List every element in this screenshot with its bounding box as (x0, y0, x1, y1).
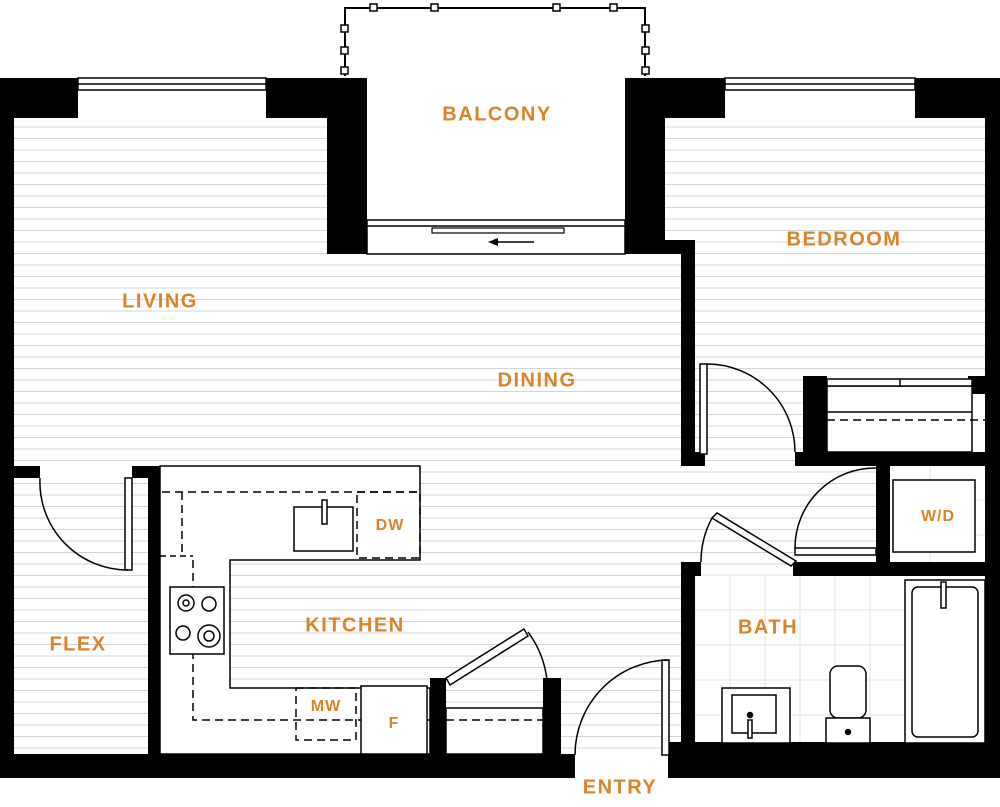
room-label-dining: DINING (497, 369, 577, 392)
room-label-kitchen: KITCHEN (305, 614, 405, 637)
dining-floor (327, 252, 684, 468)
walls (0, 78, 1000, 778)
room-label-balcony: BALCONY (442, 103, 552, 126)
bedroom-floor-lower (695, 240, 805, 465)
room-label-entry: ENTRY (582, 776, 658, 799)
fixture-label-fridge: F (388, 715, 400, 732)
balcony (340, 3, 650, 220)
closets (445, 378, 985, 755)
doors (39, 363, 877, 756)
room-label-bath: BATH (737, 616, 799, 639)
fixture-label-dishwasher: DW (375, 517, 405, 534)
room-label-flex: FLEX (49, 633, 107, 656)
floor-areas (14, 118, 985, 756)
bath-fixtures (721, 479, 986, 744)
room-label-bedroom: BEDROOM (786, 228, 902, 251)
fixture-label-microwave: MW (310, 698, 342, 715)
kitchen-fixtures (159, 465, 431, 755)
living-dining-floor (14, 118, 327, 468)
room-label-living: LIVING (122, 290, 198, 313)
windows (77, 77, 916, 91)
sliding-door (366, 219, 626, 255)
fixture-label-washer-dryer: W/D (920, 508, 956, 525)
